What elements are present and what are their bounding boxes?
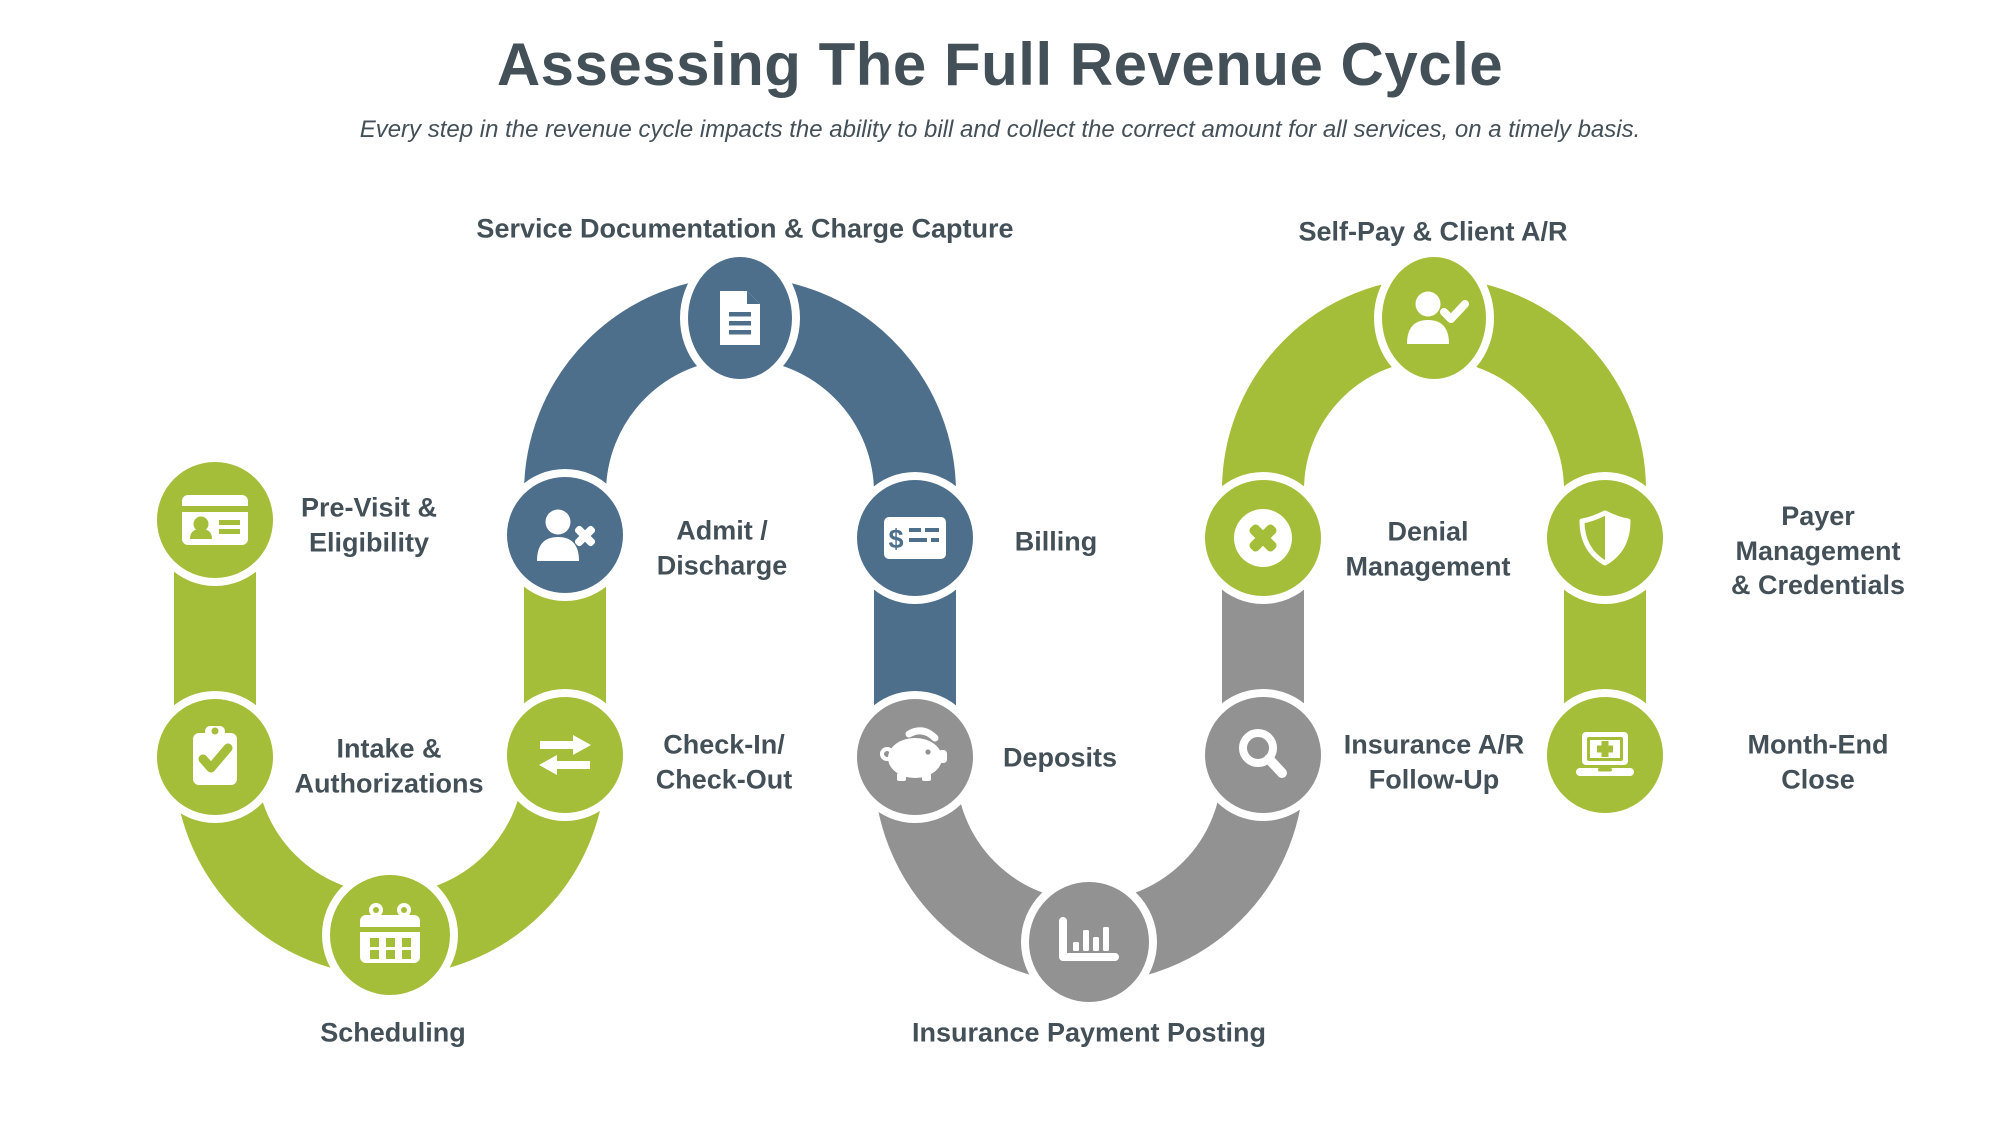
laptop-medical-icon bbox=[1576, 732, 1634, 776]
exchange-arrows-icon bbox=[539, 735, 591, 775]
dollar-glyph: $ bbox=[888, 524, 903, 554]
node-disc bbox=[1205, 697, 1321, 813]
magnifier-icon bbox=[1239, 729, 1287, 778]
piggy-bank-icon bbox=[880, 727, 947, 781]
node-label-deposits: Deposits bbox=[1002, 742, 1118, 773]
shield-icon bbox=[1579, 510, 1631, 566]
node-intake-authorizations bbox=[149, 691, 281, 823]
person-x-icon bbox=[537, 509, 596, 561]
node-insurance-payment-posting bbox=[1021, 874, 1157, 1010]
node-scheduling bbox=[322, 867, 458, 1003]
node-check-in-check-out bbox=[499, 689, 631, 821]
node-label-insurance-payment-posting: Insurance Payment Posting bbox=[911, 1017, 1267, 1048]
node-disc bbox=[507, 477, 623, 593]
node-label-denial-management: Denial Management bbox=[1345, 516, 1511, 581]
node-label-payer-management: Payer Management & Credentials bbox=[1730, 501, 1906, 601]
node-label-scheduling: Scheduling bbox=[320, 1017, 466, 1048]
node-disc bbox=[507, 697, 623, 813]
document-icon bbox=[720, 291, 760, 345]
node-pre-visit-eligibility bbox=[149, 454, 281, 586]
node-billing: $ bbox=[849, 472, 981, 604]
x-circle-icon bbox=[1234, 509, 1292, 567]
node-admit-discharge bbox=[499, 469, 631, 601]
id-card-icon bbox=[182, 495, 248, 545]
node-self-pay-client-ar bbox=[1374, 249, 1494, 387]
clipboard-check-icon bbox=[193, 726, 237, 785]
node-disc bbox=[1382, 257, 1486, 379]
node-label-admit-discharge: Admit / Discharge bbox=[656, 515, 788, 580]
bar-chart-icon bbox=[1059, 917, 1119, 961]
node-deposits bbox=[849, 691, 981, 823]
node-label-intake-authorizations: Intake & Authorizations bbox=[294, 733, 484, 798]
node-label-pre-visit-eligibility: Pre-Visit & Eligibility bbox=[300, 492, 438, 557]
bank-check-icon: $ bbox=[884, 517, 946, 559]
node-service-documentation bbox=[680, 249, 800, 387]
node-insurance-ar-follow-up bbox=[1197, 689, 1329, 821]
node-label-self-pay-client-ar: Self-Pay & Client A/R bbox=[1298, 216, 1568, 247]
node-label-insurance-ar-follow-up: Insurance A/R Follow-Up bbox=[1343, 729, 1525, 794]
calendar-icon bbox=[360, 903, 420, 963]
node-label-month-end-close: Month-End Close bbox=[1747, 729, 1889, 794]
page-title: Assessing The Full Revenue Cycle bbox=[496, 31, 1504, 98]
node-denial-management bbox=[1197, 472, 1329, 604]
node-month-end-close bbox=[1539, 689, 1671, 821]
node-label-service-documentation: Service Documentation & Charge Capture bbox=[476, 213, 1014, 244]
page-subtitle: Every step in the revenue cycle impacts … bbox=[359, 116, 1641, 143]
node-payer-management-credentials bbox=[1539, 472, 1671, 604]
node-label-check-in-check-out: Check-In/ Check-Out bbox=[655, 729, 793, 794]
person-check-icon bbox=[1407, 291, 1469, 344]
node-label-billing: Billing bbox=[1014, 526, 1098, 557]
